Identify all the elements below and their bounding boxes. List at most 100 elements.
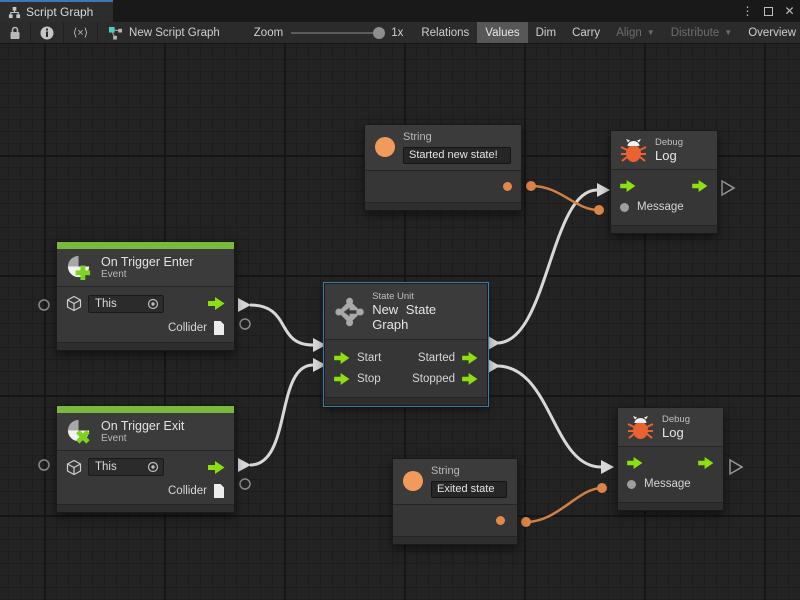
port-out-started[interactable] — [488, 336, 500, 350]
document-icon[interactable] — [213, 321, 225, 335]
node-footer — [618, 502, 723, 510]
port-out-log-top[interactable] — [721, 179, 736, 197]
debug-bug-icon — [627, 415, 654, 439]
script-graph-icon — [108, 26, 123, 40]
port-label-collider: Collider — [168, 322, 207, 334]
node-title: Log — [655, 148, 677, 163]
port-label-stop: Stop — [357, 372, 381, 385]
close-icon[interactable]: ✕ — [784, 4, 795, 18]
wire-arrowhead — [601, 460, 614, 474]
menu-kebab-icon[interactable]: ⋮ — [741, 4, 754, 18]
node-on-trigger-exit[interactable]: On Trigger Exit Event This Collider — [56, 405, 235, 513]
flow-arrow-out[interactable] — [462, 351, 478, 364]
port-out-trigger-exit[interactable] — [238, 458, 251, 472]
state-unit-icon — [335, 297, 364, 326]
toggle-values[interactable]: Values — [477, 22, 528, 43]
wire-started-to-log[interactable] — [496, 188, 598, 345]
node-footer — [325, 397, 487, 405]
flow-arrow-out[interactable] — [692, 180, 708, 192]
port-out-stopped[interactable] — [488, 359, 500, 373]
wire-dot — [594, 205, 604, 215]
flow-arrow-out[interactable] — [462, 372, 478, 385]
port-out-collider-enter[interactable] — [239, 318, 251, 330]
code-view-button[interactable]: ⟨×⟩ — [64, 22, 99, 43]
wire-enter-to-start[interactable] — [249, 303, 314, 347]
wire-string-to-message-top[interactable] — [530, 184, 600, 212]
lock-icon — [10, 26, 20, 39]
node-string-bottom[interactable]: String — [392, 458, 518, 545]
flow-arrow-in[interactable] — [620, 180, 636, 192]
tab-title: Script Graph — [26, 5, 94, 19]
string-value-input[interactable] — [403, 146, 511, 164]
flow-arrow-out[interactable] — [208, 460, 225, 474]
flow-arrow-in[interactable] — [334, 351, 350, 364]
wire-dot — [526, 181, 536, 191]
button-overview[interactable]: Overview — [748, 26, 797, 39]
tab-script-graph[interactable]: Script Graph — [0, 0, 113, 22]
node-debug-log-top[interactable]: Debug Log Message — [610, 130, 718, 234]
node-string-top[interactable]: String — [364, 124, 522, 211]
node-title: Log — [662, 425, 684, 440]
flow-arrow-in[interactable] — [334, 372, 350, 385]
port-in-trigger-enter[interactable] — [38, 299, 50, 311]
port-label-collider: Collider — [168, 485, 207, 497]
menu-distribute[interactable]: Distribute ▼ — [670, 26, 733, 39]
node-title: String — [403, 131, 432, 143]
port-out-trigger-enter[interactable] — [238, 298, 251, 312]
port-label-start: Start — [357, 351, 382, 364]
wire-string-to-message-bottom[interactable] — [525, 486, 603, 524]
object-picker-icon[interactable] — [147, 461, 159, 473]
window-controls: ⋮ ✕ — [739, 0, 800, 22]
string-literal-icon — [403, 471, 423, 492]
node-state-unit[interactable]: State Unit New State Graph Start Started… — [323, 282, 489, 407]
zoom-slider-handle[interactable] — [373, 26, 386, 39]
port-out-string-value[interactable] — [496, 515, 505, 525]
node-footer — [365, 201, 521, 210]
port-out-collider-exit[interactable] — [239, 478, 251, 490]
menu-align[interactable]: Align ▼ — [616, 26, 655, 39]
code-icon: ⟨×⟩ — [73, 27, 89, 39]
port-label-message: Message — [644, 478, 691, 490]
object-picker-icon[interactable] — [147, 298, 159, 310]
target-object-field[interactable]: This — [88, 294, 164, 313]
wire-arrowhead — [313, 358, 326, 372]
target-object-field[interactable]: This — [88, 458, 164, 476]
info-icon — [40, 26, 54, 39]
zoom-slider[interactable] — [291, 26, 386, 39]
port-in-trigger-exit[interactable] — [38, 459, 50, 471]
wire-stopped-to-log[interactable] — [496, 364, 602, 469]
string-literal-icon — [375, 137, 395, 158]
toggle-dim[interactable]: Dim — [535, 26, 557, 39]
port-out-string-value[interactable] — [503, 181, 512, 191]
event-enter-icon — [67, 255, 91, 281]
node-category: State Unit — [372, 291, 414, 302]
port-in-message[interactable] — [627, 479, 636, 489]
flow-arrow-out[interactable] — [698, 457, 714, 469]
wire-arrowhead — [313, 338, 326, 352]
node-footer — [57, 342, 234, 350]
document-icon[interactable] — [213, 484, 225, 498]
lock-button[interactable] — [0, 22, 31, 43]
event-accent-bar — [57, 242, 234, 249]
toggle-carry[interactable]: Carry — [572, 26, 601, 39]
wire-exit-to-stop[interactable] — [249, 363, 314, 467]
toggle-relations[interactable]: Relations — [421, 26, 470, 39]
flow-arrow-out[interactable] — [208, 297, 225, 310]
event-exit-icon — [67, 419, 90, 444]
chevron-down-icon: ▼ — [724, 28, 733, 37]
maximize-icon[interactable] — [760, 2, 777, 20]
zoom-label: Zoom — [253, 26, 284, 39]
node-title: On Trigger Enter — [101, 255, 194, 269]
node-footer — [611, 225, 717, 233]
inspect-button[interactable] — [31, 22, 64, 43]
wire-dot — [597, 483, 607, 493]
gameobject-cube-icon — [66, 459, 82, 475]
string-value-input[interactable] — [431, 480, 507, 498]
flow-arrow-in[interactable] — [627, 457, 643, 469]
node-on-trigger-enter[interactable]: On Trigger Enter Event This Collider — [56, 241, 235, 351]
node-debug-log-bottom[interactable]: Debug Log Message — [617, 407, 724, 511]
port-in-message[interactable] — [620, 202, 629, 212]
node-subtitle: Event — [101, 433, 127, 444]
port-out-log-bottom[interactable] — [729, 458, 744, 476]
node-category: Debug — [662, 414, 690, 425]
